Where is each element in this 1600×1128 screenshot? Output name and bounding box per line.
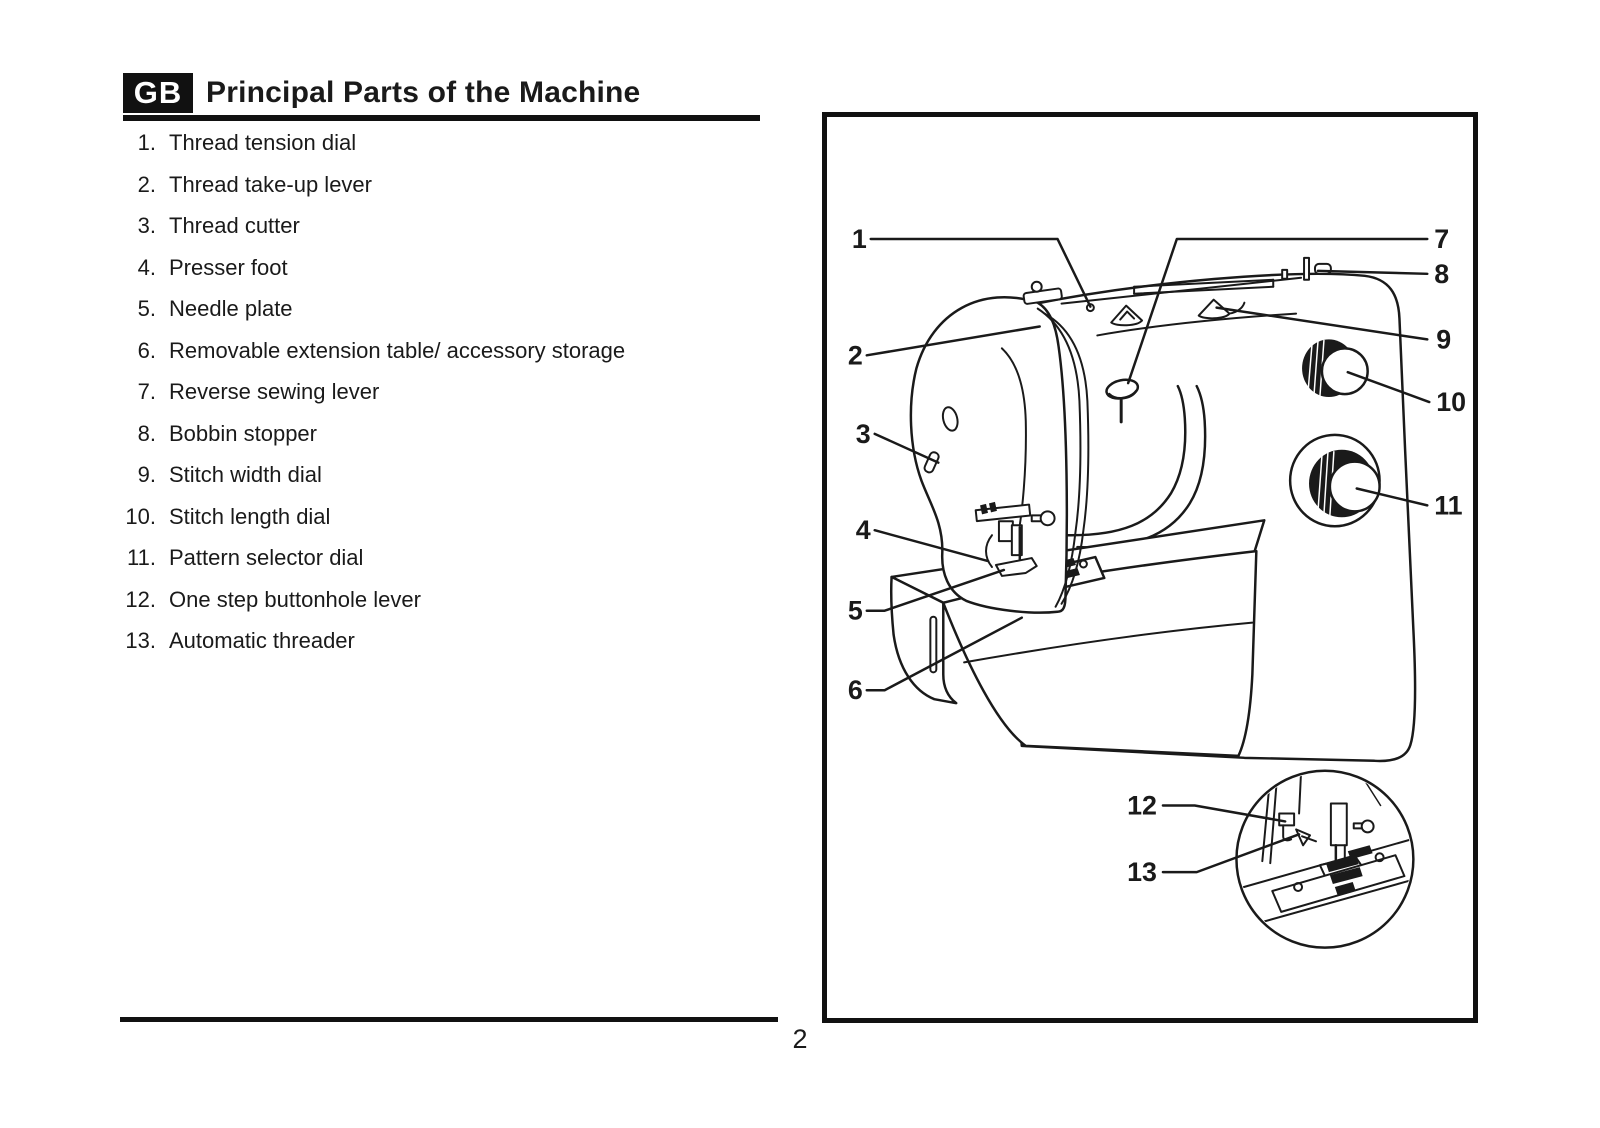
callout-4: 4 xyxy=(856,515,871,545)
item-label: Presser foot xyxy=(169,254,288,280)
item-label: Removable extension table/ accessory sto… xyxy=(169,337,626,363)
list-item: 7. Reverse sewing lever xyxy=(120,371,780,413)
item-number: 1. xyxy=(137,130,156,155)
item-number: 12. xyxy=(125,586,156,612)
list-item: 3. Thread cutter xyxy=(120,205,780,247)
inset-needle-plate xyxy=(1271,854,1406,913)
item-number: 4. xyxy=(137,254,156,280)
callout-7: 7 xyxy=(1434,224,1449,254)
list-item: 12. One step buttonhole lever xyxy=(120,579,780,621)
callout-1: 1 xyxy=(852,224,867,254)
callout-3: 3 xyxy=(856,419,871,449)
needle-area-inset xyxy=(1235,769,1415,949)
list-item: 8. Bobbin stopper xyxy=(120,413,780,455)
needle-clamp-screw xyxy=(1039,510,1056,527)
callout-11: 11 xyxy=(1434,490,1462,520)
thread-cutter xyxy=(923,451,940,474)
page-title: Principal Parts of the Machine xyxy=(206,76,641,109)
item-label: Bobbin stopper xyxy=(169,420,317,446)
list-item: 5. Needle plate xyxy=(120,288,780,330)
footer-rule xyxy=(120,1017,778,1022)
language-badge: GB xyxy=(123,73,193,113)
page-header: GB Principal Parts of the Machine xyxy=(123,73,760,121)
callout-6: 6 xyxy=(848,675,863,705)
item-label: Thread take-up lever xyxy=(169,171,372,197)
item-number: 8. xyxy=(137,420,156,446)
callout-numbers: 1 2 3 4 5 6 7 8 9 10 11 12 13 xyxy=(848,224,1466,887)
item-label: Thread cutter xyxy=(169,213,300,238)
list-item: 11. Pattern selector dial xyxy=(120,537,780,579)
item-number: 13. xyxy=(125,628,156,653)
item-number: 9. xyxy=(137,462,156,487)
presser-foot-assembly xyxy=(974,501,1056,577)
item-label: One step buttonhole lever xyxy=(169,586,421,612)
list-item: 6. Removable extension table/ accessory s… xyxy=(120,330,780,372)
presser-foot xyxy=(994,557,1038,577)
top-thread-guide xyxy=(1022,280,1063,305)
item-label: Stitch width dial xyxy=(169,462,322,487)
item-number: 5. xyxy=(137,296,156,321)
list-item: 13. Automatic threader xyxy=(120,620,780,662)
sewing-machine-diagram: 1 2 3 4 5 6 7 8 9 10 11 12 13 xyxy=(848,224,1466,949)
page-number: 2 xyxy=(792,1024,808,1054)
item-number: 2. xyxy=(137,171,156,197)
reverse-sewing-lever xyxy=(1105,378,1140,424)
callout-8: 8 xyxy=(1434,259,1449,289)
item-label: Thread tension dial xyxy=(169,130,357,155)
item-number: 10. xyxy=(125,503,156,529)
item-number: 11. xyxy=(127,545,156,570)
list-item: 2. Thread take-up lever xyxy=(120,164,780,206)
face-cover-hole xyxy=(941,406,959,432)
carry-handle-slot xyxy=(1133,278,1275,295)
callout-10: 10 xyxy=(1436,387,1466,417)
parts-list: 1. Thread tension dial 2. Thread take-up l… xyxy=(120,122,780,662)
item-label: Reverse sewing lever xyxy=(169,379,380,404)
item-label: Needle plate xyxy=(169,296,293,321)
machine-diagram-frame: 1 2 3 4 5 6 7 8 9 10 11 12 13 xyxy=(822,112,1478,1023)
callout-13: 13 xyxy=(1127,857,1157,887)
item-label: Automatic threader xyxy=(169,628,355,653)
list-item: 1. Thread tension dial xyxy=(120,122,780,164)
list-item: 10. Stitch length dial xyxy=(120,496,780,538)
stitch-length-dial xyxy=(1302,339,1369,398)
callout-5: 5 xyxy=(848,596,863,626)
pattern-selector-dial xyxy=(1288,433,1381,528)
callout-9: 9 xyxy=(1436,324,1451,354)
machine-head xyxy=(909,280,1090,614)
callout-12: 12 xyxy=(1127,790,1157,820)
callout-2: 2 xyxy=(848,340,863,370)
item-label: Pattern selector dial xyxy=(169,545,364,570)
table-latch-slot xyxy=(929,615,938,674)
list-item: 9. Stitch width dial xyxy=(120,454,780,496)
item-number: 6. xyxy=(137,337,156,363)
callout-leaders xyxy=(865,237,1431,874)
item-number: 7. xyxy=(137,379,156,404)
list-item: 4. Presser foot xyxy=(120,247,780,289)
item-number: 3. xyxy=(137,213,156,238)
item-label: Stitch length dial xyxy=(169,503,331,529)
inset-clamp-screw xyxy=(1360,819,1375,834)
spool-pin xyxy=(1303,256,1311,281)
